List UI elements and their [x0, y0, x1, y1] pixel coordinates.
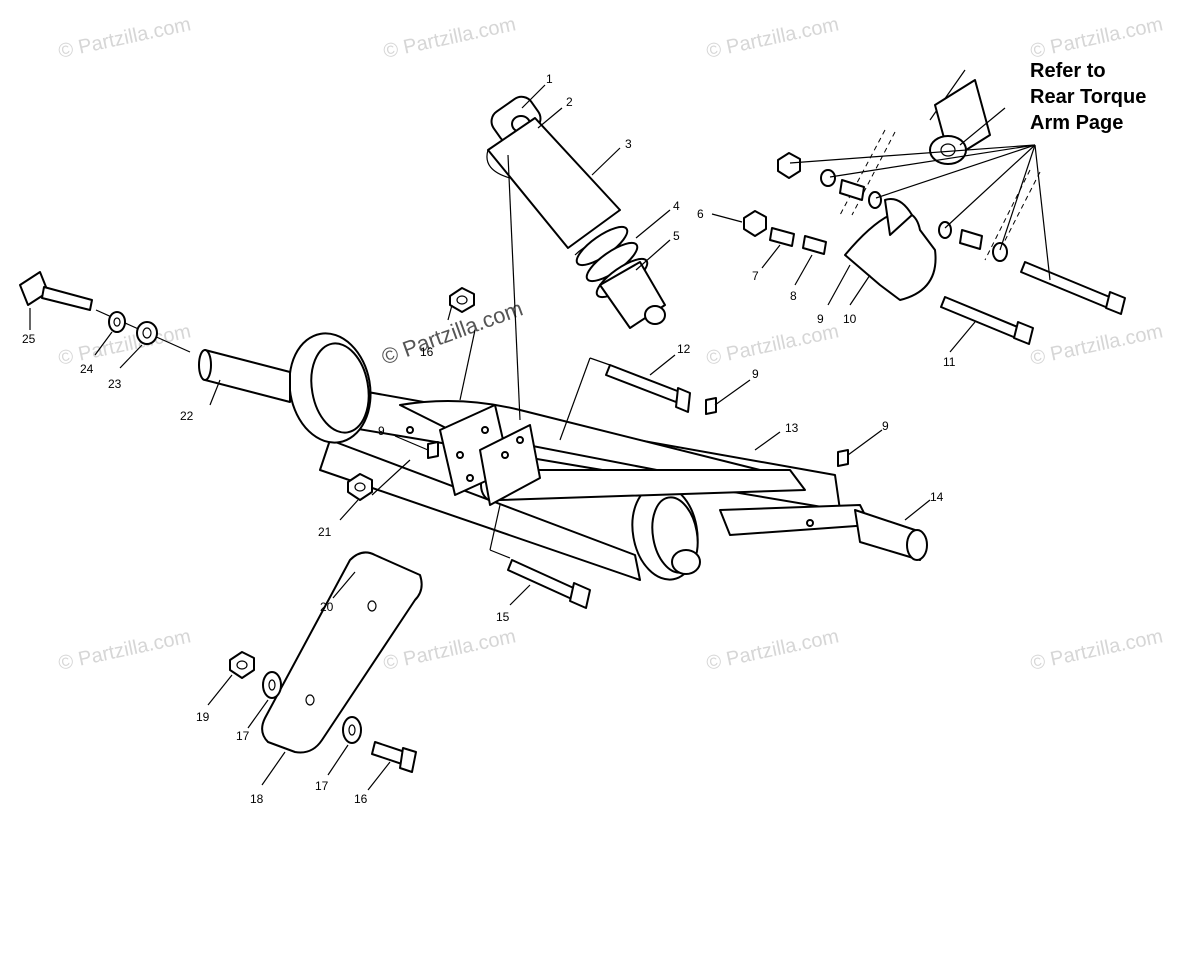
callout-21: 21: [318, 525, 332, 539]
callout-13: 13: [785, 421, 799, 435]
watermark: © Partzilla.com: [56, 625, 192, 675]
bolt-long-upper[interactable]: [1020, 261, 1126, 315]
bracket-10[interactable]: [844, 198, 937, 301]
bolt-11[interactable]: [940, 296, 1034, 345]
shock-absorber[interactable]: [486, 92, 666, 329]
watermark: © Partzilla.com: [56, 13, 192, 63]
washer[interactable]: [820, 169, 836, 187]
callout-9-bracket: 9: [817, 312, 824, 326]
watermark: © Partzilla.com: [381, 13, 517, 63]
nut-6[interactable]: [743, 210, 767, 237]
washer-24[interactable]: [108, 311, 126, 333]
callout-14: 14: [930, 490, 944, 504]
callouts: 1 2 3 4 5 6 7 8 9 9 9 9 10 11 12 13 14 1…: [22, 72, 956, 806]
washer[interactable]: [868, 191, 882, 209]
watermark: © Partzilla.com: [1028, 625, 1164, 675]
bolt-12[interactable]: [589, 357, 691, 413]
grease-fitting[interactable]: [427, 441, 439, 459]
refer-note-line: Refer to: [1030, 60, 1106, 82]
callout-9-right: 9: [752, 367, 759, 381]
callout-18: 18: [250, 792, 264, 806]
link-arm[interactable]: [261, 551, 423, 754]
callout-6: 6: [697, 207, 704, 221]
callout-25: 25: [22, 332, 36, 346]
callout-9-far-right: 9: [882, 419, 889, 433]
callout-4: 4: [673, 199, 680, 213]
callout-2: 2: [566, 95, 573, 109]
grease-fitting[interactable]: [837, 449, 849, 467]
callout-23: 23: [108, 377, 122, 391]
sleeve-8[interactable]: [802, 235, 827, 255]
pivot-shaft-right[interactable]: [854, 509, 928, 561]
callout-16-top: 16: [420, 345, 434, 359]
callout-1: 1: [546, 72, 553, 86]
bolt-15[interactable]: [489, 549, 591, 609]
callout-11: 11: [943, 355, 956, 369]
callout-22: 22: [180, 409, 194, 423]
callout-20: 20: [320, 600, 334, 614]
callout-24: 24: [80, 362, 94, 376]
refer-note: Refer to Rear Torque Arm Page: [1030, 58, 1146, 136]
washer-17-lower[interactable]: [342, 716, 362, 744]
watermark: © Partzilla.com: [704, 13, 840, 63]
nut-top[interactable]: [449, 287, 475, 313]
bolt-16[interactable]: [371, 741, 417, 773]
sleeve-7[interactable]: [769, 227, 795, 247]
grease-fitting[interactable]: [705, 397, 717, 415]
washer-23[interactable]: [136, 321, 158, 345]
watermark: © Partzilla.com: [381, 625, 517, 675]
callout-12: 12: [677, 342, 691, 356]
refer-note-line: Arm Page: [1030, 112, 1124, 134]
callout-10: 10: [843, 312, 857, 326]
watermark: © Partzilla.com: [1028, 13, 1164, 63]
callout-15: 15: [496, 610, 510, 624]
callout-8: 8: [790, 289, 797, 303]
washer-17-upper[interactable]: [262, 671, 282, 699]
sleeve[interactable]: [839, 179, 865, 201]
swing-arm[interactable]: [281, 327, 871, 585]
callout-9-left: 9: [378, 424, 385, 438]
callout-7: 7: [752, 269, 759, 283]
leader-lines: [29, 84, 976, 791]
watermark: © Partzilla.com: [704, 625, 840, 675]
callout-17-upper: 17: [236, 729, 250, 743]
nut-21[interactable]: [347, 473, 373, 501]
pivot-shaft-left[interactable]: [198, 349, 291, 403]
callout-3: 3: [625, 137, 632, 151]
watermark: © Partzilla.com: [704, 320, 840, 370]
rear-torque-arm-ref[interactable]: [839, 69, 1041, 261]
callout-16-bottom: 16: [354, 792, 368, 806]
refer-note-line: Rear Torque: [1030, 86, 1147, 108]
callout-17-lower: 17: [315, 779, 329, 793]
nut-19[interactable]: [229, 651, 255, 679]
reference-lines: [789, 107, 1051, 281]
nut-upper-left[interactable]: [777, 152, 801, 179]
watermark: © Partzilla.com: [1028, 320, 1164, 370]
callout-5: 5: [673, 229, 680, 243]
sleeve[interactable]: [959, 229, 983, 250]
callout-19: 19: [196, 710, 210, 724]
washer[interactable]: [992, 242, 1008, 262]
